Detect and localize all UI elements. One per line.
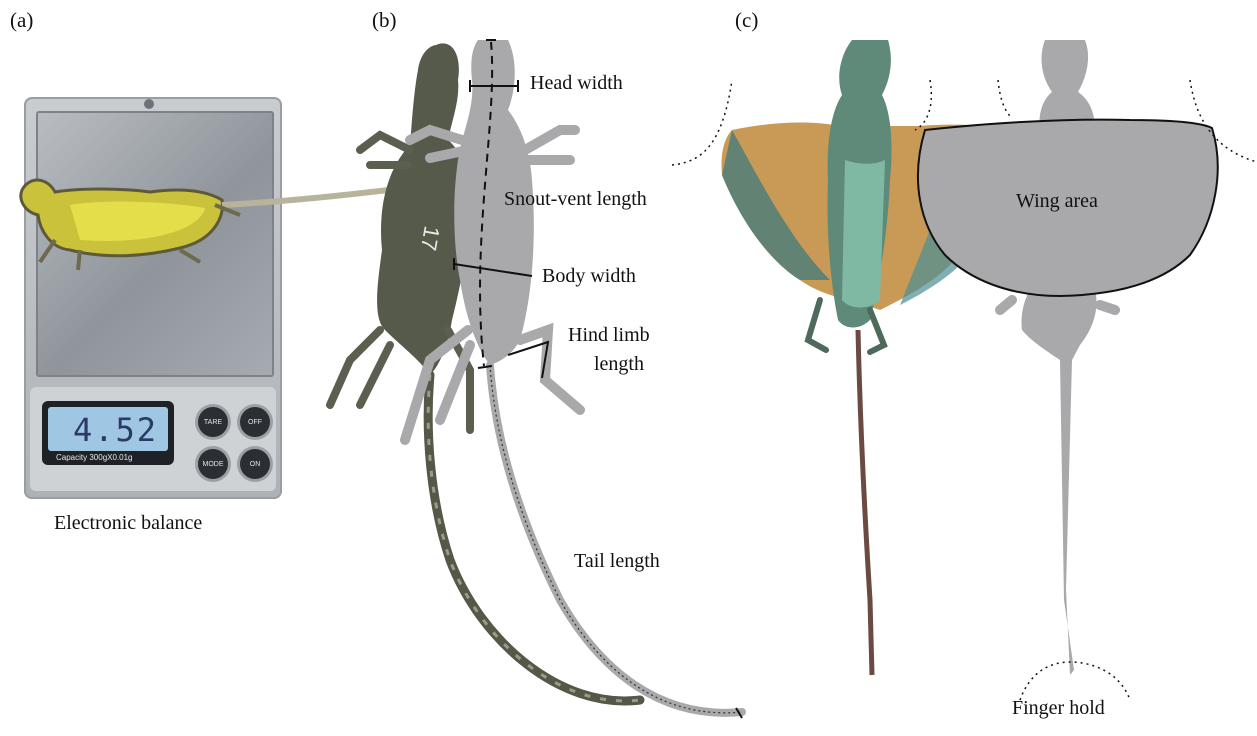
label-snout-vent-length: Snout-vent length bbox=[504, 188, 647, 211]
specimen-mark: 17 bbox=[416, 224, 445, 252]
label-finger-hold: Finger hold bbox=[1012, 697, 1105, 720]
lizard-wing-silhouette bbox=[918, 40, 1218, 675]
lizard-silhouette bbox=[405, 40, 742, 713]
lizard-on-scale bbox=[21, 180, 405, 270]
label-head-width: Head width bbox=[530, 72, 623, 95]
label-hind-limb-line2: length bbox=[594, 353, 644, 376]
label-wing-area: Wing area bbox=[1016, 190, 1098, 213]
label-body-width: Body width bbox=[542, 265, 636, 288]
label-hind-limb-line1: Hind limb bbox=[568, 324, 650, 347]
label-tail-length: Tail length bbox=[574, 550, 660, 573]
